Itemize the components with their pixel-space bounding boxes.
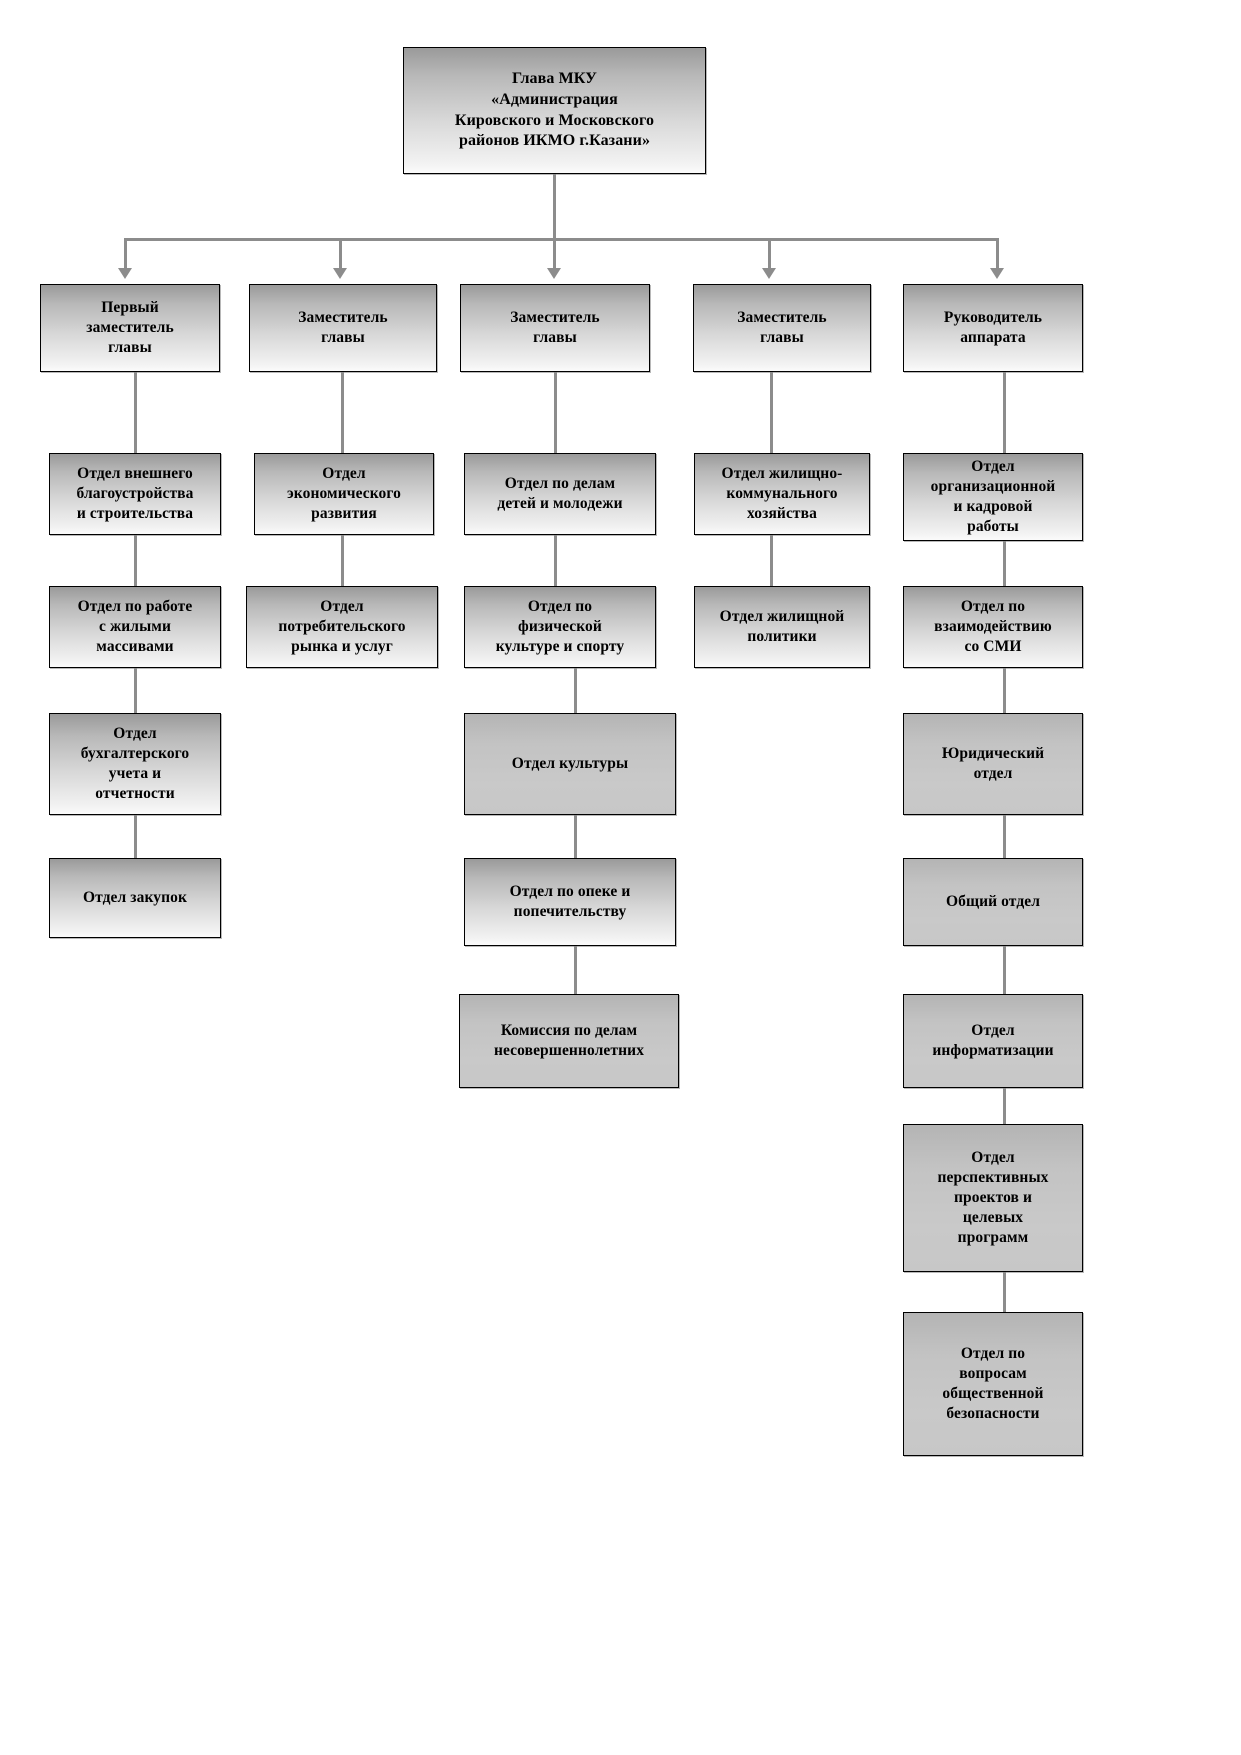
node-label: Юридический отдел (941, 744, 1045, 782)
connector-c5-d4 (1003, 946, 1006, 994)
node-c5-dept-4[interactable]: Общий отдел (903, 858, 1083, 946)
node-label: Комиссия по делам несовершеннолетних (493, 1021, 645, 1059)
node-c1-dept-1[interactable]: Отдел внешнего благоустройства и строите… (49, 453, 221, 535)
node-c1-dept-2[interactable]: Отдел по работе с жилыми массивами (49, 586, 221, 668)
node-label: Отдел по вопросам общественной безопасно… (942, 1344, 1044, 1423)
node-label: Отдел жилищной политики (719, 607, 845, 645)
connector-c2-d0 (341, 372, 344, 453)
node-c3-dept-3[interactable]: Отдел культуры (464, 713, 676, 815)
node-label: Первый заместитель главы (86, 298, 174, 357)
connector-c3-d4 (574, 946, 577, 994)
connector-c3-d1 (554, 535, 557, 586)
node-c1-dept-4[interactable]: Отдел закупок (49, 858, 221, 938)
connector-c3-d3 (574, 815, 577, 858)
node-c4-dept-1[interactable]: Отдел жилищно- коммунального хозяйства (694, 453, 870, 535)
node-c5-dept-5[interactable]: Отдел информатизации (903, 994, 1083, 1088)
connector-drop-col5 (996, 238, 999, 270)
node-c1-dept-3[interactable]: Отдел бухгалтерского учета и отчетности (49, 713, 221, 815)
node-c5-dept-7[interactable]: Отдел по вопросам общественной безопасно… (903, 1312, 1083, 1456)
connector-c4-d1 (770, 535, 773, 586)
node-label: Отдел внешнего благоустройства и строите… (76, 464, 194, 523)
node-label: Отдел жилищно- коммунального хозяйства (721, 464, 843, 523)
node-c2-dept-1[interactable]: Отдел экономического развития (254, 453, 434, 535)
node-label: Отдел по физической культуре и спорту (495, 597, 625, 656)
node-c3-dept-5[interactable]: Комиссия по делам несовершеннолетних (459, 994, 679, 1088)
node-label: Отдел по делам детей и молодежи (497, 474, 623, 512)
node-deputy-3[interactable]: Заместитель главы (460, 284, 650, 372)
node-label: Отдел по опеке и попечительству (509, 882, 631, 920)
node-c4-dept-2[interactable]: Отдел жилищной политики (694, 586, 870, 668)
node-label: Отдел информатизации (932, 1021, 1054, 1059)
connector-c3-d0 (554, 372, 557, 453)
node-label: Глава МКУ «Администрация Кировского и Мо… (454, 69, 655, 150)
node-label: Отдел по взаимодействию со СМИ (934, 597, 1052, 656)
node-c3-dept-2[interactable]: Отдел по физической культуре и спорту (464, 586, 656, 668)
connector-c1-d1 (134, 535, 137, 586)
connector-c2-d1 (341, 535, 344, 586)
node-label: Отдел экономического развития (286, 464, 402, 523)
node-label: Заместитель главы (298, 308, 388, 346)
node-deputy-1[interactable]: Первый заместитель главы (40, 284, 220, 372)
node-c5-dept-6[interactable]: Отдел перспективных проектов и целевых п… (903, 1124, 1083, 1272)
node-root-head[interactable]: Глава МКУ «Администрация Кировского и Мо… (403, 47, 706, 174)
arrow-col2 (333, 268, 347, 279)
arrow-col3 (547, 268, 561, 279)
connector-distribution-bar (124, 238, 999, 241)
connector-c5-d0 (1003, 372, 1006, 453)
node-label: Заместитель главы (737, 308, 827, 346)
connector-c1-d0 (134, 372, 137, 453)
node-label: Отдел по работе с жилыми массивами (77, 597, 193, 656)
connector-drop-col1 (124, 238, 127, 270)
node-deputy-4[interactable]: Заместитель главы (693, 284, 871, 372)
node-deputy-5[interactable]: Руководитель аппарата (903, 284, 1083, 372)
connector-drop-col4 (768, 238, 771, 270)
node-c2-dept-2[interactable]: Отдел потребительского рынка и услуг (246, 586, 438, 668)
connector-c3-d2 (574, 668, 577, 713)
node-c5-dept-1[interactable]: Отдел организационной и кадровой работы (903, 453, 1083, 541)
connector-c5-d2 (1003, 668, 1006, 713)
node-c5-dept-3[interactable]: Юридический отдел (903, 713, 1083, 815)
connector-c5-d5 (1003, 1088, 1006, 1124)
connector-c5-d1 (1003, 541, 1006, 586)
node-c3-dept-4[interactable]: Отдел по опеке и попечительству (464, 858, 676, 946)
arrow-col5 (990, 268, 1004, 279)
connector-c1-d3 (134, 815, 137, 858)
connector-drop-col3 (553, 238, 556, 270)
node-c5-dept-2[interactable]: Отдел по взаимодействию со СМИ (903, 586, 1083, 668)
connector-c1-d2 (134, 668, 137, 713)
arrow-col1 (118, 268, 132, 279)
node-label: Общий отдел (945, 892, 1041, 910)
connector-c5-d6 (1003, 1272, 1006, 1312)
node-label: Руководитель аппарата (943, 308, 1043, 346)
node-c3-dept-1[interactable]: Отдел по делам детей и молодежи (464, 453, 656, 535)
connector-root-stem (553, 174, 556, 240)
node-label: Отдел культуры (511, 754, 629, 772)
connector-c4-d0 (770, 372, 773, 453)
node-label: Отдел бухгалтерского учета и отчетности (80, 724, 190, 803)
node-label: Отдел перспективных проектов и целевых п… (937, 1148, 1049, 1247)
connector-c5-d3 (1003, 815, 1006, 858)
node-label: Отдел организационной и кадровой работы (930, 457, 1056, 536)
connector-drop-col2 (339, 238, 342, 270)
node-label: Отдел потребительского рынка и услуг (278, 597, 406, 656)
node-label: Заместитель главы (510, 308, 600, 346)
node-deputy-2[interactable]: Заместитель главы (249, 284, 437, 372)
arrow-col4 (762, 268, 776, 279)
node-label: Отдел закупок (82, 888, 188, 906)
